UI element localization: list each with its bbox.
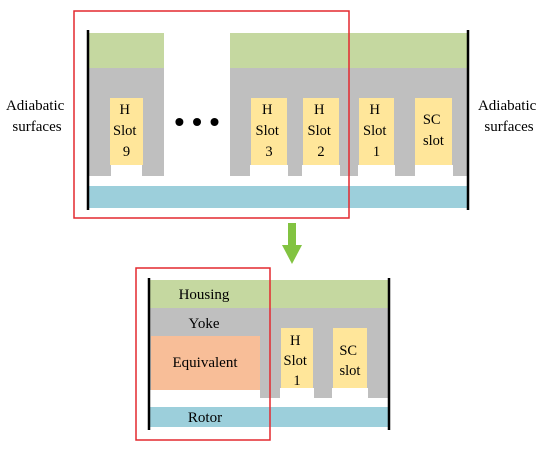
transform-arrow [282, 223, 302, 264]
top-slot-h2 [303, 98, 339, 165]
top-slot-h9 [110, 98, 143, 165]
top-full-model: H Slot 9 H Slot 3 H Slot 2 H Slot 1 SC s… [6, 10, 540, 219]
yoke-label: Yoke [189, 316, 220, 332]
bottom-housing [150, 280, 388, 308]
right-adiabatic-label: Adiabatic surfaces [478, 98, 540, 135]
top-slot-sc [415, 98, 452, 165]
top-slot-sc-label: SC slot [423, 112, 444, 149]
bottom-equivalent-block [151, 336, 260, 390]
top-highlight-box [73, 10, 350, 219]
top-slot-h2-label: H Slot 2 [308, 102, 335, 160]
bottom-slot-h1-label: H Slot 1 [284, 333, 311, 389]
bottom-highlight-box [135, 267, 271, 441]
top-slot-h3-label: H Slot 3 [256, 102, 283, 160]
top-slot-h1 [359, 98, 394, 165]
bottom-rotor [150, 407, 388, 427]
top-slot-h3 [251, 98, 287, 165]
top-housing-left [89, 33, 164, 68]
top-rotor [89, 186, 467, 208]
housing-label: Housing [179, 287, 230, 303]
bottom-slot-h1 [281, 328, 313, 388]
bottom-slot-sc-label: SC slot [339, 343, 360, 379]
bottom-reduced-model: Housing Yoke Equivalent Rotor H Slot 1 S… [135, 267, 391, 441]
slot-ellipsis: • • • [175, 106, 220, 137]
top-slot-h9-label: H Slot 9 [113, 102, 140, 160]
bottom-slot-sc [333, 328, 367, 388]
equivalent-label: Equivalent [173, 355, 239, 371]
rotor-label: Rotor [188, 410, 222, 426]
top-slot-h1-label: H Slot 1 [363, 102, 390, 160]
left-adiabatic-label: Adiabatic surfaces [6, 98, 68, 135]
